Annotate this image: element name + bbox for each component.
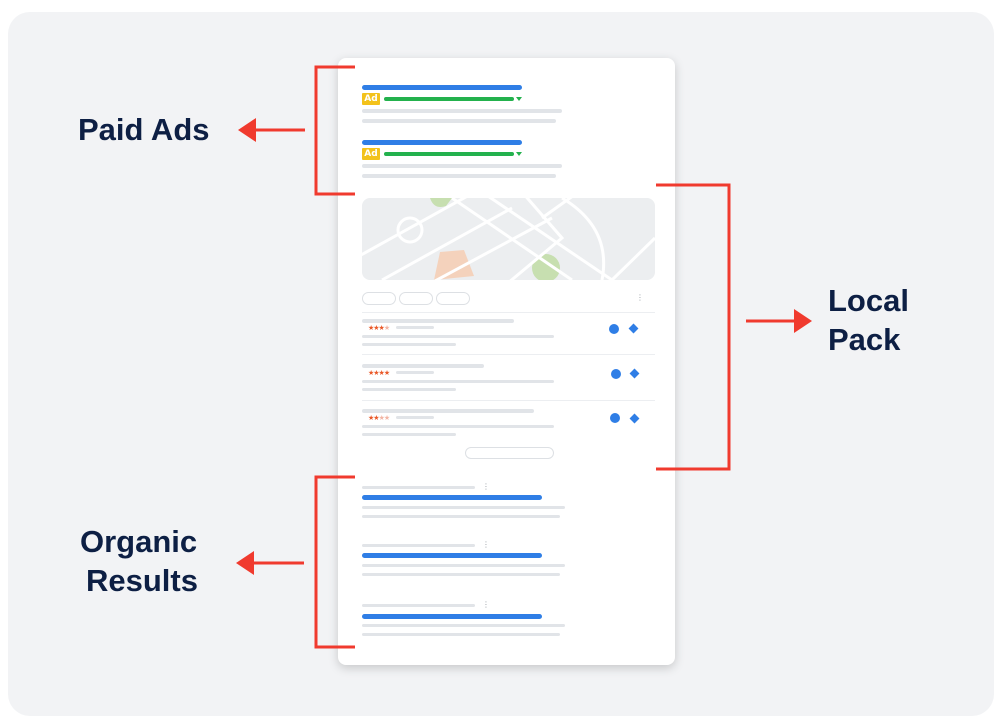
website-icon <box>610 413 620 423</box>
divider <box>362 312 655 313</box>
paid-ads-label: Paid Ads <box>78 112 210 147</box>
filter-chip <box>436 292 470 305</box>
organic-2-desc-line <box>362 564 565 567</box>
ad-1-title-bar <box>362 85 522 90</box>
organic-3-desc-line <box>362 624 565 627</box>
local-result-2-line <box>362 388 456 391</box>
organic-3-desc-line <box>362 633 560 636</box>
organic-2-site-line <box>362 544 475 547</box>
ad-1-desc-line <box>362 119 556 123</box>
ad-1-url-bar <box>384 97 514 101</box>
filter-chip <box>362 292 396 305</box>
ad-2-url-bar <box>384 152 514 156</box>
serp-mockup-card: Ad Ad <box>338 58 675 665</box>
local-result-3-line <box>362 425 554 428</box>
organic-2-title-bar <box>362 553 542 558</box>
more-options-icon: ⋮ <box>482 600 490 609</box>
paid-ads-bracket <box>314 65 355 196</box>
organic-arrowhead <box>236 551 254 575</box>
organic-results-bracket <box>314 475 355 649</box>
ad-2-dropdown-icon <box>516 152 522 156</box>
local-result-3-line <box>362 433 456 436</box>
paid-ads-arrowhead <box>238 118 256 142</box>
more-places-button[interactable] <box>465 447 554 459</box>
organic-2-desc-line <box>362 573 560 576</box>
local-pack-label-line2: Pack <box>828 322 901 357</box>
local-pack-bracket <box>656 183 731 471</box>
local-result-1-meta <box>396 326 434 329</box>
organic-1-desc-line <box>362 506 565 509</box>
local-result-1-line <box>362 335 554 338</box>
organic-3-site-line <box>362 604 475 607</box>
local-result-3-rating-stars: ★★★★ <box>368 414 390 422</box>
local-result-2-rating-stars: ★★★★ <box>368 369 390 377</box>
organic-1-site-line <box>362 486 475 489</box>
website-icon <box>611 369 621 379</box>
local-map-image <box>362 198 655 280</box>
ad-1-dropdown-icon <box>516 97 522 101</box>
organic-1-desc-line <box>362 515 560 518</box>
local-pack-label-line1: Local <box>828 283 909 318</box>
more-options-icon: ⋮ <box>482 482 490 491</box>
local-result-2-title <box>362 364 484 368</box>
organic-1-title-bar <box>362 495 542 500</box>
local-result-2-line <box>362 380 554 383</box>
divider <box>362 354 655 355</box>
website-icon <box>609 324 619 334</box>
ad-2-desc-line <box>362 174 556 178</box>
ad-1-desc-line <box>362 109 562 113</box>
local-result-2-meta <box>396 371 434 374</box>
local-pack-arrowhead <box>794 309 812 333</box>
more-options-icon: ⋮ <box>636 293 644 302</box>
local-result-1-title <box>362 319 514 323</box>
ad-2-badge: Ad <box>362 148 380 160</box>
filter-chip <box>399 292 433 305</box>
ad-1-badge: Ad <box>362 93 380 105</box>
local-result-1-rating-stars: ★★★★ <box>368 324 390 332</box>
local-result-3-meta <box>396 416 434 419</box>
organic-3-title-bar <box>362 614 542 619</box>
organic-label-line1: Organic <box>80 524 198 559</box>
more-options-icon: ⋮ <box>482 540 490 549</box>
ad-2-desc-line <box>362 164 562 168</box>
local-result-3-title <box>362 409 534 413</box>
divider <box>362 400 655 401</box>
local-result-1-line <box>362 343 456 346</box>
organic-label-line2: Results <box>86 563 198 598</box>
ad-2-title-bar <box>362 140 522 145</box>
